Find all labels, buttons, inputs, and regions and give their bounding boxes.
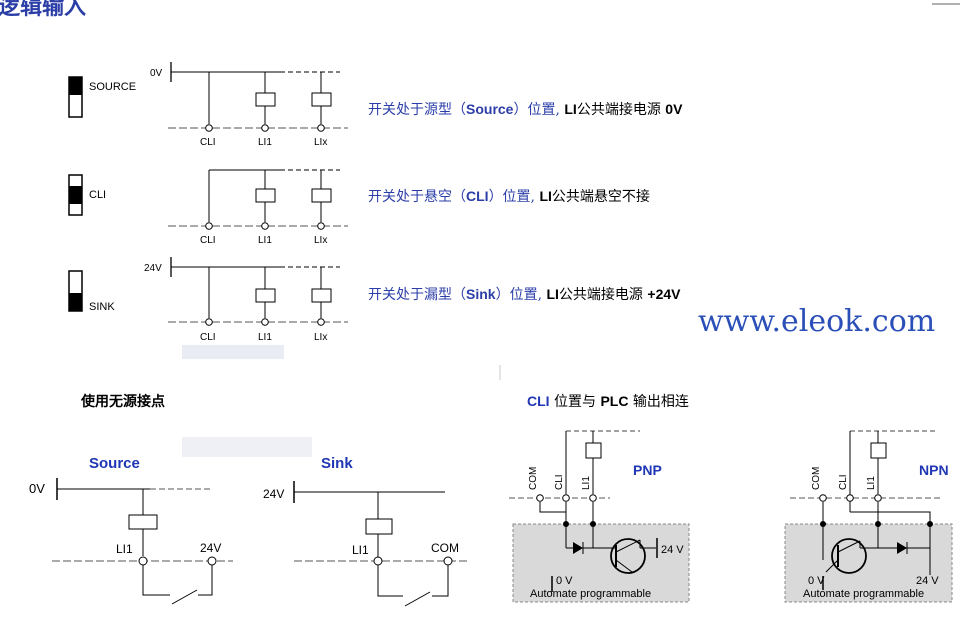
state-description: 开关处于漏型（Sink）位置, LI公共端接电源 +24V	[368, 286, 681, 303]
terminal-icon	[874, 494, 882, 502]
diode-icon	[573, 542, 583, 554]
switch-label: SINK	[89, 301, 115, 313]
supply-label: 0V	[150, 68, 163, 79]
terminal-icon	[589, 494, 597, 502]
input-coil-icon	[128, 514, 158, 530]
terminal-label: LI1	[581, 476, 592, 490]
npn-circuit: NPN COM CLI LI1 0 V 24 V Automate pr	[784, 430, 953, 603]
transistor-icon	[610, 538, 646, 574]
terminal-icon	[373, 556, 383, 566]
voltage-label: 0 V	[556, 575, 573, 587]
other-label: 24V	[200, 541, 221, 555]
terminal-label: COM	[528, 467, 539, 490]
watermark-text: www.eleok.com	[698, 304, 935, 339]
terminal-icon	[317, 222, 325, 230]
state-description: 开关处于悬空（CLI）位置, LI公共端悬空不接	[368, 188, 650, 205]
plc-output-title: CLI 位置与 PLC 输出相连	[527, 393, 689, 410]
terminal-icon	[443, 556, 453, 566]
terminal-label: CLI	[554, 474, 565, 490]
source-title: Source	[89, 455, 140, 472]
state-description: 开关处于源型（Source）位置, LI公共端接电源 0V	[368, 101, 683, 118]
terminal-label: LI1	[258, 235, 272, 246]
terminal-label: LI1	[258, 332, 272, 343]
input-coil-icon	[255, 188, 276, 203]
terminal-icon	[261, 318, 269, 326]
terminal-label: CLI	[200, 137, 216, 148]
terminal-icon	[261, 124, 269, 132]
input-coil-icon	[365, 518, 393, 535]
dip-switch-knob	[69, 186, 82, 204]
terminal-label: CLI	[838, 474, 849, 490]
supply-label: 24V	[144, 263, 162, 274]
scan-artifact	[182, 437, 312, 457]
input-label: LI1	[352, 543, 369, 557]
plc-caption: Automate programmable	[803, 588, 924, 600]
passive-sink-circuit: Sink 24V LI1 COM	[263, 455, 470, 607]
other-label: COM	[431, 541, 459, 555]
terminal-label: COM	[811, 467, 822, 490]
switch-state-sink: SINK 24V CLI LI1 LIx 开关处于漏型（Sink）位置, LI公…	[68, 257, 681, 343]
voltage-label: 24 V	[661, 544, 684, 556]
dip-switch-knob	[69, 293, 82, 311]
dip-switch-knob	[69, 77, 82, 95]
passive-source-circuit: Source 0V LI1 24V	[29, 455, 233, 605]
scan-artifact	[182, 345, 284, 359]
plc-caption: Automate programmable	[530, 588, 651, 600]
terminal-icon	[205, 222, 213, 230]
input-coil-icon	[311, 188, 332, 203]
terminal-icon	[317, 124, 325, 132]
terminal-icon	[138, 556, 148, 566]
input-coil-icon	[311, 92, 332, 107]
terminal-icon	[317, 318, 325, 326]
plc-box	[512, 523, 690, 603]
input-coil-icon	[311, 288, 332, 303]
passive-contacts-title: 使用无源接点	[80, 393, 165, 410]
terminal-label: LI1	[258, 137, 272, 148]
plc-box	[784, 523, 953, 603]
input-coil-icon	[585, 442, 602, 459]
switch-label: CLI	[89, 189, 106, 201]
terminal-icon	[562, 494, 570, 502]
terminal-label: CLI	[200, 235, 216, 246]
input-coil-icon	[255, 92, 276, 107]
terminal-label: CLI	[200, 332, 216, 343]
terminal-icon	[205, 318, 213, 326]
input-coil-icon	[255, 288, 276, 303]
supply-label: 0V	[29, 481, 45, 496]
sink-title: Sink	[321, 455, 353, 472]
terminal-label: LIx	[314, 235, 327, 246]
terminal-icon	[536, 494, 544, 502]
terminal-icon	[846, 494, 854, 502]
terminal-icon	[207, 556, 217, 566]
terminal-icon	[261, 222, 269, 230]
voltage-label: 0 V	[808, 575, 825, 587]
pnp-circuit: PNP COM CLI LI1 24 V 0 V A	[509, 430, 690, 603]
terminal-icon	[819, 494, 827, 502]
switch-label: SOURCE	[89, 81, 136, 93]
terminal-label: LI1	[866, 476, 877, 490]
npn-label: NPN	[919, 462, 949, 478]
terminal-label: LIx	[314, 137, 327, 148]
switch-state-source: SOURCE 0V CLI LI1 LIx 开关处于源型（Source）位置, …	[68, 62, 683, 148]
voltage-label: 24 V	[916, 575, 939, 587]
terminal-icon	[205, 124, 213, 132]
pnp-label: PNP	[633, 462, 662, 478]
input-label: LI1	[116, 542, 133, 556]
switch-state-cli: CLI CLI LI1 LIx 开关处于悬空（CLI）位置, LI公共端悬空不接	[68, 169, 650, 246]
input-coil-icon	[870, 442, 887, 459]
transistor-icon	[831, 538, 867, 574]
diode-icon	[897, 542, 907, 554]
terminal-label: LIx	[314, 332, 327, 343]
page-title: 逻辑输入	[0, 0, 86, 20]
contact-switch-icon	[171, 589, 198, 605]
contact-switch-icon	[404, 591, 431, 607]
supply-label: 24V	[263, 487, 284, 501]
